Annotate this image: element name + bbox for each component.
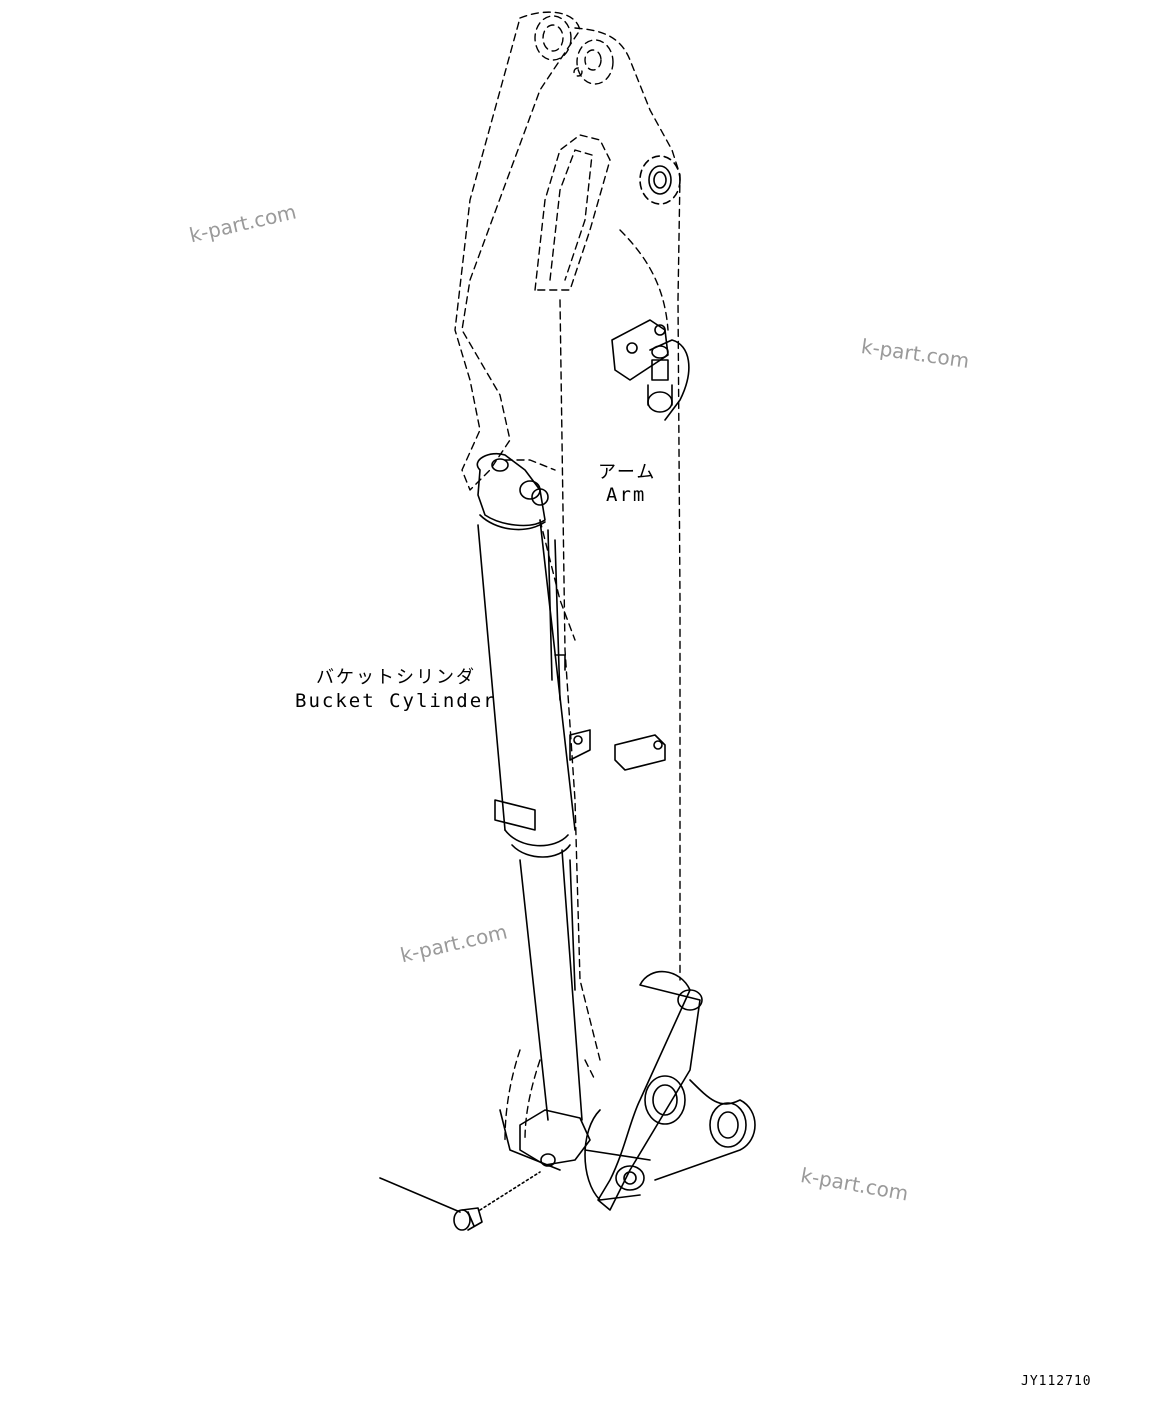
plug-with-leader [379,1171,541,1231]
arm-bottom-link [499,970,756,1211]
grease-fitting-block [611,319,690,421]
bucket-cylinder-label-english: Bucket Cylinder [295,690,497,712]
bucket-cylinder-label-japanese: バケットシリンダ [316,667,476,688]
arm-label-japanese: アーム [598,462,657,483]
arm-hidden-outline [454,11,681,1141]
arm-lug [614,734,666,771]
drawing-code: JY112710 [1021,1374,1092,1389]
arm-pivot-boss [639,155,681,205]
arm-top-boss [534,15,614,85]
bucket-cylinder [476,452,591,1167]
arm-label-english: Arm [606,484,647,506]
